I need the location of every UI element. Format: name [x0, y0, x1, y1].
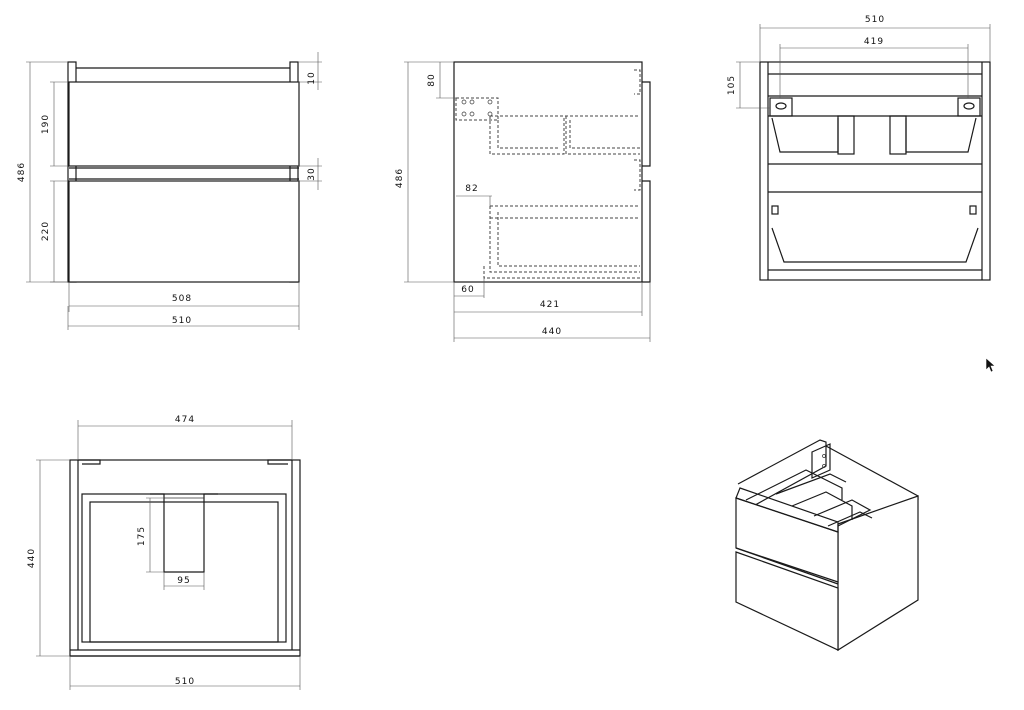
- iso-lower-drawer: [735, 551, 839, 651]
- bracket-height-label: 105: [727, 75, 737, 95]
- back-overall-width-label: 510: [865, 15, 885, 25]
- lower-drawer-front: [68, 180, 300, 283]
- top-overall-width-label: 510: [175, 677, 195, 687]
- iso-side-panel: [837, 495, 919, 652]
- upper-drawer-height-label: 190: [41, 114, 51, 134]
- upper-drawer-front: [68, 81, 300, 167]
- top-view: 474 440 175 95 510: [27, 415, 301, 690]
- cutout-width-label: 95: [177, 576, 190, 586]
- front-width-label: 508: [172, 294, 192, 304]
- wall-bracket: [455, 97, 499, 121]
- lower-drawer-height-label: 220: [41, 221, 51, 241]
- top-outline: [69, 459, 301, 657]
- upper-drawer-hidden: [489, 115, 640, 155]
- mouse-cursor-icon: [985, 357, 996, 373]
- drawer-inset-label: 82: [465, 184, 478, 194]
- top-offset-label: 80: [427, 73, 437, 86]
- bracket-spacing-label: 419: [864, 37, 884, 47]
- side-overall-depth-label: 440: [542, 327, 562, 337]
- side-view: 486 80 82 60 421 440: [395, 61, 651, 342]
- lower-drawer-hidden: [483, 205, 640, 279]
- right-bracket: [957, 97, 981, 117]
- siphon-cutout: [150, 493, 218, 573]
- front-view: 486 190 220 10 30 508 510: [17, 52, 322, 330]
- front-overall-width-label: 510: [172, 316, 192, 326]
- inner-depth-label: 421: [540, 300, 560, 310]
- side-total-height-label: 486: [395, 168, 405, 188]
- iso-bracket: [811, 443, 831, 479]
- back-frame: [759, 61, 991, 281]
- top-overall-depth-label: 440: [27, 548, 37, 568]
- back-view: 510 419 105: [727, 15, 991, 281]
- front-total-height-label: 486: [17, 162, 27, 182]
- top-gap-label: 10: [307, 71, 317, 84]
- bottom-offset-label: 60: [461, 285, 474, 295]
- side-panel: [453, 61, 643, 283]
- drawer-gap-label: 30: [307, 167, 317, 180]
- isometric-view: [735, 439, 919, 652]
- top-inner-width-label: 474: [175, 415, 195, 425]
- cutout-depth-label: 175: [137, 526, 147, 546]
- left-bracket: [769, 97, 793, 117]
